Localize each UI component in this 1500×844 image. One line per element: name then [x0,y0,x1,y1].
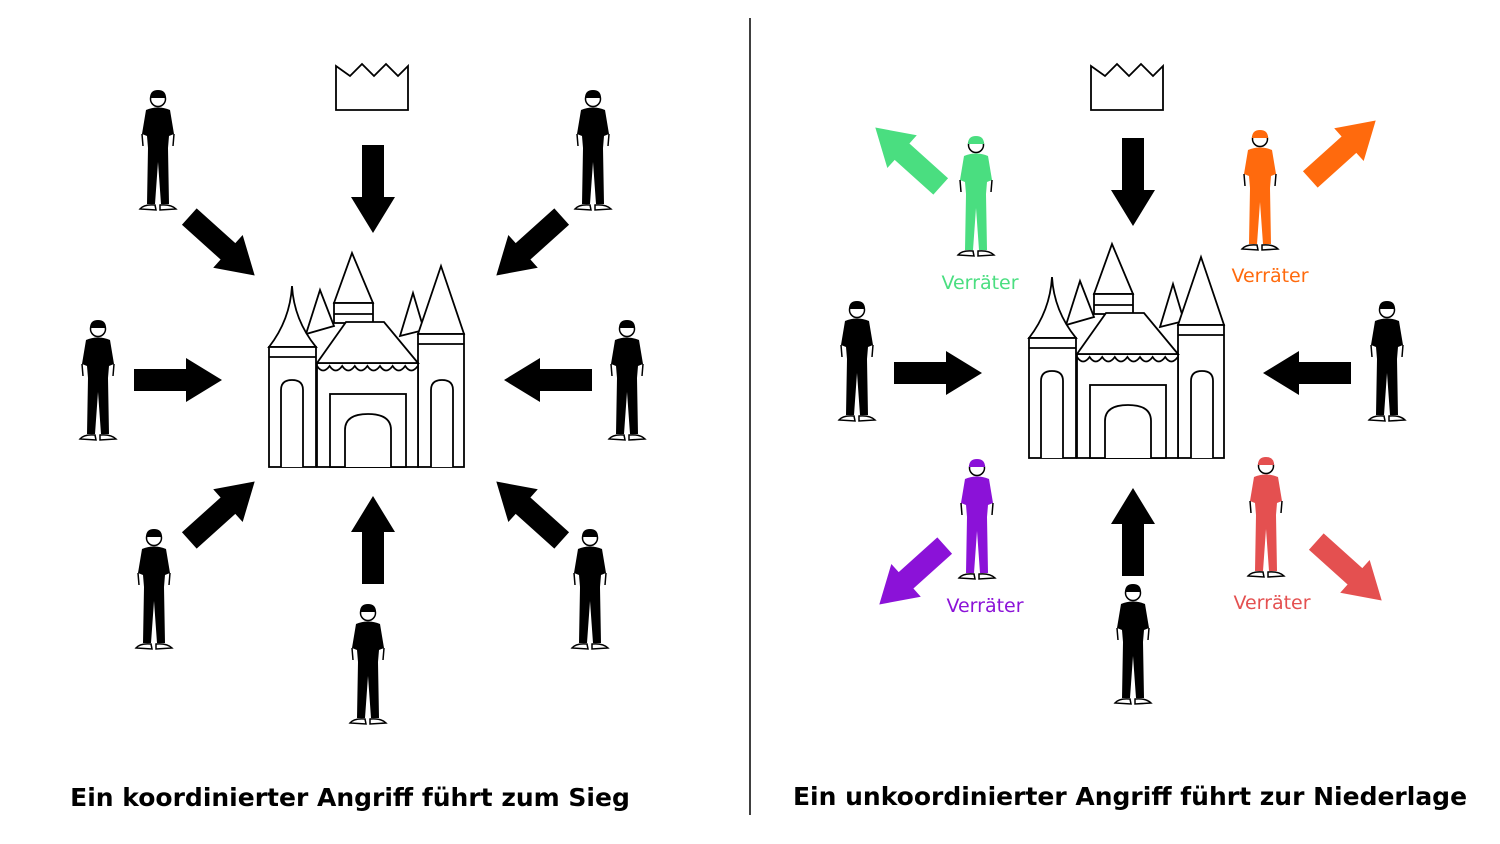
arrow-icon [134,358,222,402]
traitor-label-purple: Verräter [946,595,1023,617]
soldier-icon [574,89,612,211]
arrow-icon [174,465,270,557]
traitor-soldier-green [957,135,995,257]
traitor-soldier-red [1247,456,1285,578]
soldier-icon [608,319,646,441]
arrow-icon [1111,138,1155,226]
right-caption: Ein unkoordinierter Angriff führt zur Ni… [793,782,1467,811]
arrow-icon [504,358,592,402]
arrow-icon [1111,488,1155,576]
soldier-icon [349,603,387,725]
arrow-icon [351,496,395,584]
castle-icon [1028,243,1225,459]
traitor-label-red: Verräter [1233,592,1310,614]
traitor-soldier-orange [1241,129,1279,251]
soldier-icon [1114,583,1152,705]
left-panel: Ein koordinierter Angriff führt zum Sieg [70,63,646,812]
arrow-icon-orange [1295,104,1391,196]
arrow-icon-purple [864,529,960,621]
arrow-icon [1263,351,1351,395]
arrow-icon [894,351,982,395]
traitor-label-green: Verräter [941,272,1018,294]
crown-icon [335,63,409,111]
right-panel: Verräter Verräter Verräter Verräter Ein … [793,63,1467,811]
traitor-label-orange: Verräter [1231,265,1308,287]
arrow-icon-red [1301,525,1397,617]
soldier-icon [571,528,609,650]
soldier-icon [135,528,173,650]
arrow-icon [481,465,577,557]
traitor-soldier-purple [958,458,996,580]
arrow-icon [481,200,577,292]
soldier-icon [838,300,876,422]
crown-icon [1090,63,1164,111]
soldier-icon [139,89,177,211]
soldier-icon [1368,300,1406,422]
soldier-icon [79,319,117,441]
arrow-icon [174,200,270,292]
castle-icon [268,252,465,468]
arrow-icon [351,145,395,233]
arrow-icon-green [860,111,956,203]
left-caption: Ein koordinierter Angriff führt zum Sieg [70,783,630,812]
